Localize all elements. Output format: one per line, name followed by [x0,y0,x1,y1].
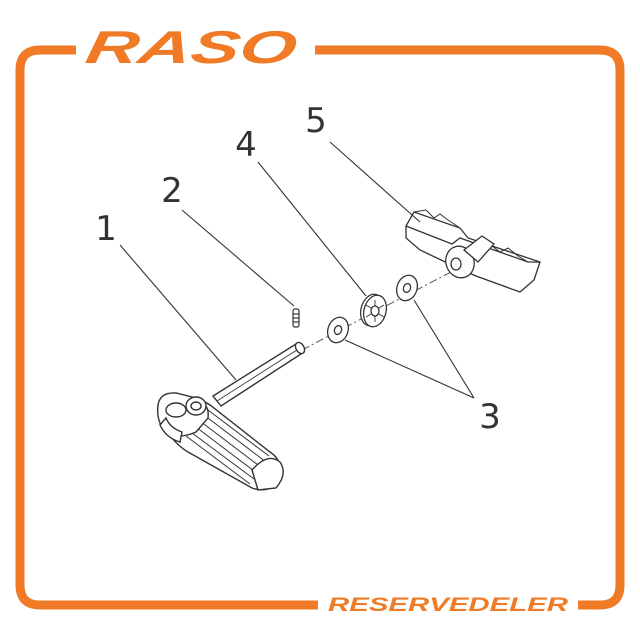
part-1-handle [156,341,306,491]
callout-4: 4 [235,125,257,165]
tagline: RESERVEDELER [328,595,568,616]
part-5-clamp-bar [405,209,541,293]
callout-1: 1 [95,209,117,249]
part-4-star-spacer [359,293,388,328]
part-2-pin [292,308,300,328]
part-3-washer-b [395,274,419,302]
callout-2: 2 [161,171,183,211]
leader-lines [119,141,475,399]
raso-logo-text: RASO [82,21,301,73]
part-3-washer-a [326,316,350,344]
orange-frame [15,45,625,610]
callout-5: 5 [305,101,327,141]
callout-3: 3 [479,397,501,437]
raso-logo: RASO [82,21,301,73]
